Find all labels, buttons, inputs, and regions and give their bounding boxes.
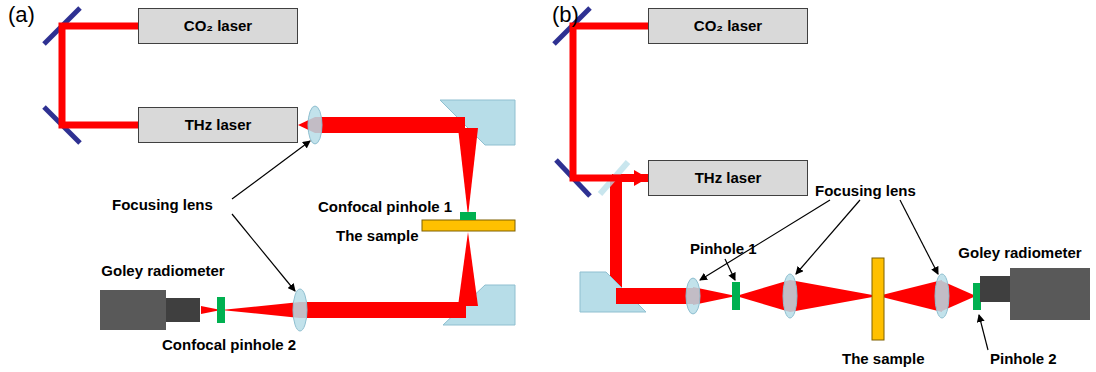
leader-arrow	[796, 200, 860, 274]
detector-body	[100, 290, 166, 330]
detector-body	[166, 298, 200, 322]
laser-beam	[573, 26, 648, 186]
laser-name: CO₂ laser	[694, 17, 762, 35]
focusing-lens	[783, 274, 797, 318]
detector-body	[980, 276, 1012, 302]
panel-label: (a)	[8, 6, 35, 24]
beam	[315, 117, 465, 133]
detector: Goley radiometer	[88, 262, 238, 332]
sample	[422, 220, 515, 231]
laser-name: CO₂ laser	[184, 17, 252, 35]
laser-box: THz laser	[138, 107, 298, 143]
pinhole	[460, 212, 476, 220]
beam	[616, 288, 693, 304]
focusing-lens	[686, 278, 700, 314]
detector-body	[1010, 268, 1090, 320]
laser-beam	[62, 26, 138, 125]
leader-arrow	[232, 141, 310, 199]
part-label: Confocal pinhole 1	[318, 198, 452, 216]
laser-name: THz laser	[695, 169, 762, 187]
beam	[878, 280, 942, 312]
part-label: Confocal pinhole 2	[162, 336, 296, 354]
part-label: Focusing lens	[112, 196, 213, 214]
leader-arrow	[725, 259, 735, 280]
leader-arrow	[232, 214, 295, 291]
detector-name: Goley radiometer	[950, 244, 1090, 262]
beam	[458, 232, 478, 306]
focusing-lens	[935, 274, 949, 318]
focusing-lens	[308, 106, 322, 144]
detector: Goley radiometer	[950, 244, 1090, 322]
pinhole	[217, 297, 225, 323]
beam	[458, 128, 478, 216]
part-label: The sample	[336, 227, 419, 245]
laser-box: CO₂ laser	[138, 8, 298, 44]
panel-label: (b)	[552, 6, 579, 24]
focusing-lens	[293, 289, 307, 331]
leader-arrow	[900, 200, 938, 274]
beam	[790, 280, 878, 312]
beam	[300, 302, 466, 318]
part-label: Pinhole 2	[990, 350, 1057, 368]
part-label: The sample	[842, 350, 925, 368]
beam	[221, 302, 300, 318]
pinhole	[732, 282, 740, 310]
laser-box: THz laser	[648, 160, 808, 196]
leader-arrow	[979, 315, 988, 350]
detector-name: Goley radiometer	[88, 262, 238, 280]
part-label: Focusing lens	[815, 182, 916, 200]
beam	[736, 280, 790, 312]
part-label: Pinhole 1	[690, 240, 757, 258]
sample	[872, 258, 884, 340]
laser-name: THz laser	[185, 116, 252, 134]
laser-box: CO₂ laser	[648, 8, 808, 44]
